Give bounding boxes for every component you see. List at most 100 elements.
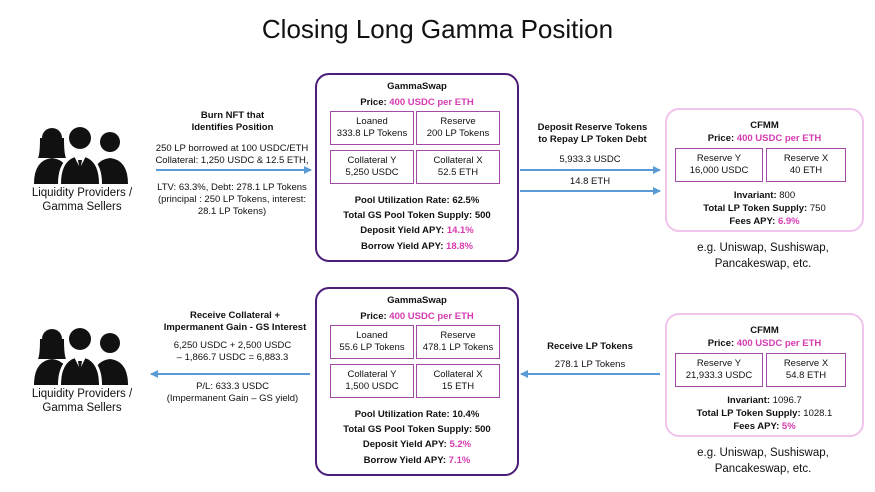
cell-value: 16,000 USDC [689,165,749,176]
examples-line: e.g. Uniswap, Sushiswap, [697,447,829,459]
cfmm-reserve-y-cell: Reserve Y 16,000 USDC [675,148,763,182]
cfmm-invariant-label: Invariant: [733,190,777,201]
gs-utilization: Pool Utilization Rate: 62.5% [354,195,480,206]
cell-value: 1,500 USDC [345,381,399,392]
lp-label-line: Gamma Sellers [42,402,122,414]
gs-price: Price: 400 USDC per ETH [317,311,517,323]
gs-borrow-apy: Borrow Yield APY: 18.8% [317,241,517,253]
cell-value: 55.6 LP Tokens [339,342,405,353]
detail-line: P/L: 633.3 USDC [196,381,269,392]
detail-line: – 1,866.7 USDC = 6,883.3 [176,352,289,363]
gs-title: GammaSwap [387,295,447,306]
cfmm-invariant: Invariant: 800 [667,190,862,202]
gs-collateral-x-cell: Collateral X 52.5 ETH [416,150,500,184]
cfmm-supply-value: 750 [809,203,826,214]
cfmm-price: Price: 400 USDC per ETH [667,133,862,145]
arrow-label-eth: 14.8 ETH [569,176,611,187]
cell-value: 52.5 ETH [437,167,479,178]
cell-value: 5,250 USDC [345,167,399,178]
gs-deposit-label: Deposit Yield APY: [360,225,445,236]
gs-price-value: 400 USDC per ETH [389,311,474,322]
heading-line: Burn NFT that [200,110,265,121]
cfmm-reserve-y-cell: Reserve Y 21,933.3 USDC [675,353,763,387]
cfmm-reserve-x-cell: Reserve X 40 ETH [766,148,846,182]
borrow-details: 250 LP borrowed at 100 USDC/ETH Collater… [148,143,316,167]
cfmm-price-label: Price: [707,338,735,349]
cell-value: 333.8 LP Tokens [336,128,408,139]
heading-line: Deposit Reserve Tokens [537,122,648,133]
diagram-title: Closing Long Gamma Position [261,14,614,44]
gs-price-value: 400 USDC per ETH [389,97,474,108]
gs-reserve-cell: Reserve 478.1 LP Tokens [416,325,500,359]
cfmm-price: Price: 400 USDC per ETH [667,338,862,350]
gs-collateral-y-cell: Collateral Y 5,250 USDC [330,150,414,184]
cfmm-supply-label: Total LP Token Supply: [696,408,801,419]
cell-label: Collateral Y [347,369,397,380]
detail-line: LTV: 63.3%, Debt: 278.1 LP Tokens [157,182,307,193]
gs-borrow-value: 7.1% [448,455,471,466]
people-icon [34,326,128,385]
cfmm-fees-value: 5% [781,421,796,432]
cell-value: 54.8 ETH [785,370,827,381]
gs-loaned-cell: Loaned 333.8 LP Tokens [330,111,414,145]
gs-price: Price: 400 USDC per ETH [317,97,517,109]
cfmm-supply-label: Total LP Token Supply: [703,203,808,214]
cfmm-fees: Fees APY: 6.9% [667,216,862,228]
heading-line: to Repay LP Token Debt [538,134,647,145]
burn-nft-heading: Burn NFT that Identifies Position [150,110,315,134]
lp-label-bottom: Liquidity Providers / Gamma Sellers [22,387,142,415]
gs-borrow-label: Borrow Yield APY: [363,455,447,466]
cell-value: 21,933.3 USDC [685,370,753,381]
gs-utilization: Pool Utilization Rate: 10.4% [354,409,480,420]
cfmm-invariant: Invariant: 1096.7 [667,395,862,407]
gs-supply: Total GS Pool Token Supply: 500 [343,210,491,221]
gs-collateral-x-cell: Collateral X 15 ETH [416,364,500,398]
gs-reserve-cell: Reserve 200 LP Tokens [416,111,500,145]
detail-line: 6,250 USDC + 2,500 USDC [173,340,292,351]
cfmm-invariant-value: 800 [779,190,796,201]
detail-line: (Impermanent Gain – GS yield) [166,393,299,404]
gammaswap-box-top: GammaSwap Price: 400 USDC per ETH Loaned… [315,73,519,262]
ltv-details: LTV: 63.3%, Debt: 278.1 LP Tokens (princ… [148,182,316,218]
examples-line: e.g. Uniswap, Sushiswap, [697,242,829,254]
cfmm-box-top: CFMM Price: 400 USDC per ETH Reserve Y 1… [665,108,864,232]
heading-line: Receive Collateral + [189,310,281,321]
cfmm-fees-label: Fees APY: [733,421,780,432]
cfmm-fees-value: 6.9% [777,216,800,227]
gs-deposit-value: 5.2% [449,439,472,450]
cell-label: Reserve Y [696,153,742,164]
cfmm-price-value: 400 USDC per ETH [736,133,822,144]
cell-label: Collateral X [433,155,483,166]
gs-price-label: Price: [360,97,387,108]
gs-title: GammaSwap [387,81,447,92]
cfmm-reserve-x-cell: Reserve X 54.8 ETH [766,353,846,387]
gs-deposit-apy: Deposit Yield APY: 5.2% [317,439,517,451]
gs-deposit-label: Deposit Yield APY: [362,439,447,450]
detail-line: Collateral: 1,250 USDC & 12.5 ETH, [155,155,309,166]
cell-value: 478.1 LP Tokens [422,342,494,353]
lp-label-line: Gamma Sellers [42,201,122,213]
cfmm-supply-value: 1028.1 [803,408,833,419]
examples-bottom: e.g. Uniswap, Sushiswap, Pancakeswap, et… [693,445,833,477]
cfmm-fees: Fees APY: 5% [667,421,862,433]
cell-value: 15 ETH [441,381,475,392]
cell-label: Collateral X [433,369,483,380]
gs-supply: Total GS Pool Token Supply: 500 [343,424,491,435]
receive-collateral-heading: Receive Collateral + Impermanent Gain - … [145,310,325,334]
cell-label: Collateral Y [347,155,397,166]
cell-label: Reserve Y [696,358,742,369]
arrow-label-usdc: 5,933.3 USDC [559,154,621,165]
cfmm-title: CFMM [750,120,779,131]
cfmm-supply: Total LP Token Supply: 750 [667,203,862,215]
people-icon [34,125,128,184]
gammaswap-box-bottom: GammaSwap Price: 400 USDC per ETH Loaned… [315,287,519,476]
cfmm-fees-label: Fees APY: [729,216,776,227]
pl-details: P/L: 633.3 USDC (Impermanent Gain – GS y… [150,381,315,405]
cell-value: 40 ETH [789,165,823,176]
gs-collateral-y-cell: Collateral Y 1,500 USDC [330,364,414,398]
gs-loaned-cell: Loaned 55.6 LP Tokens [330,325,414,359]
heading-line: Impermanent Gain - GS Interest [163,322,307,333]
gs-borrow-label: Borrow Yield APY: [361,241,444,252]
cell-label: Loaned [356,116,388,127]
